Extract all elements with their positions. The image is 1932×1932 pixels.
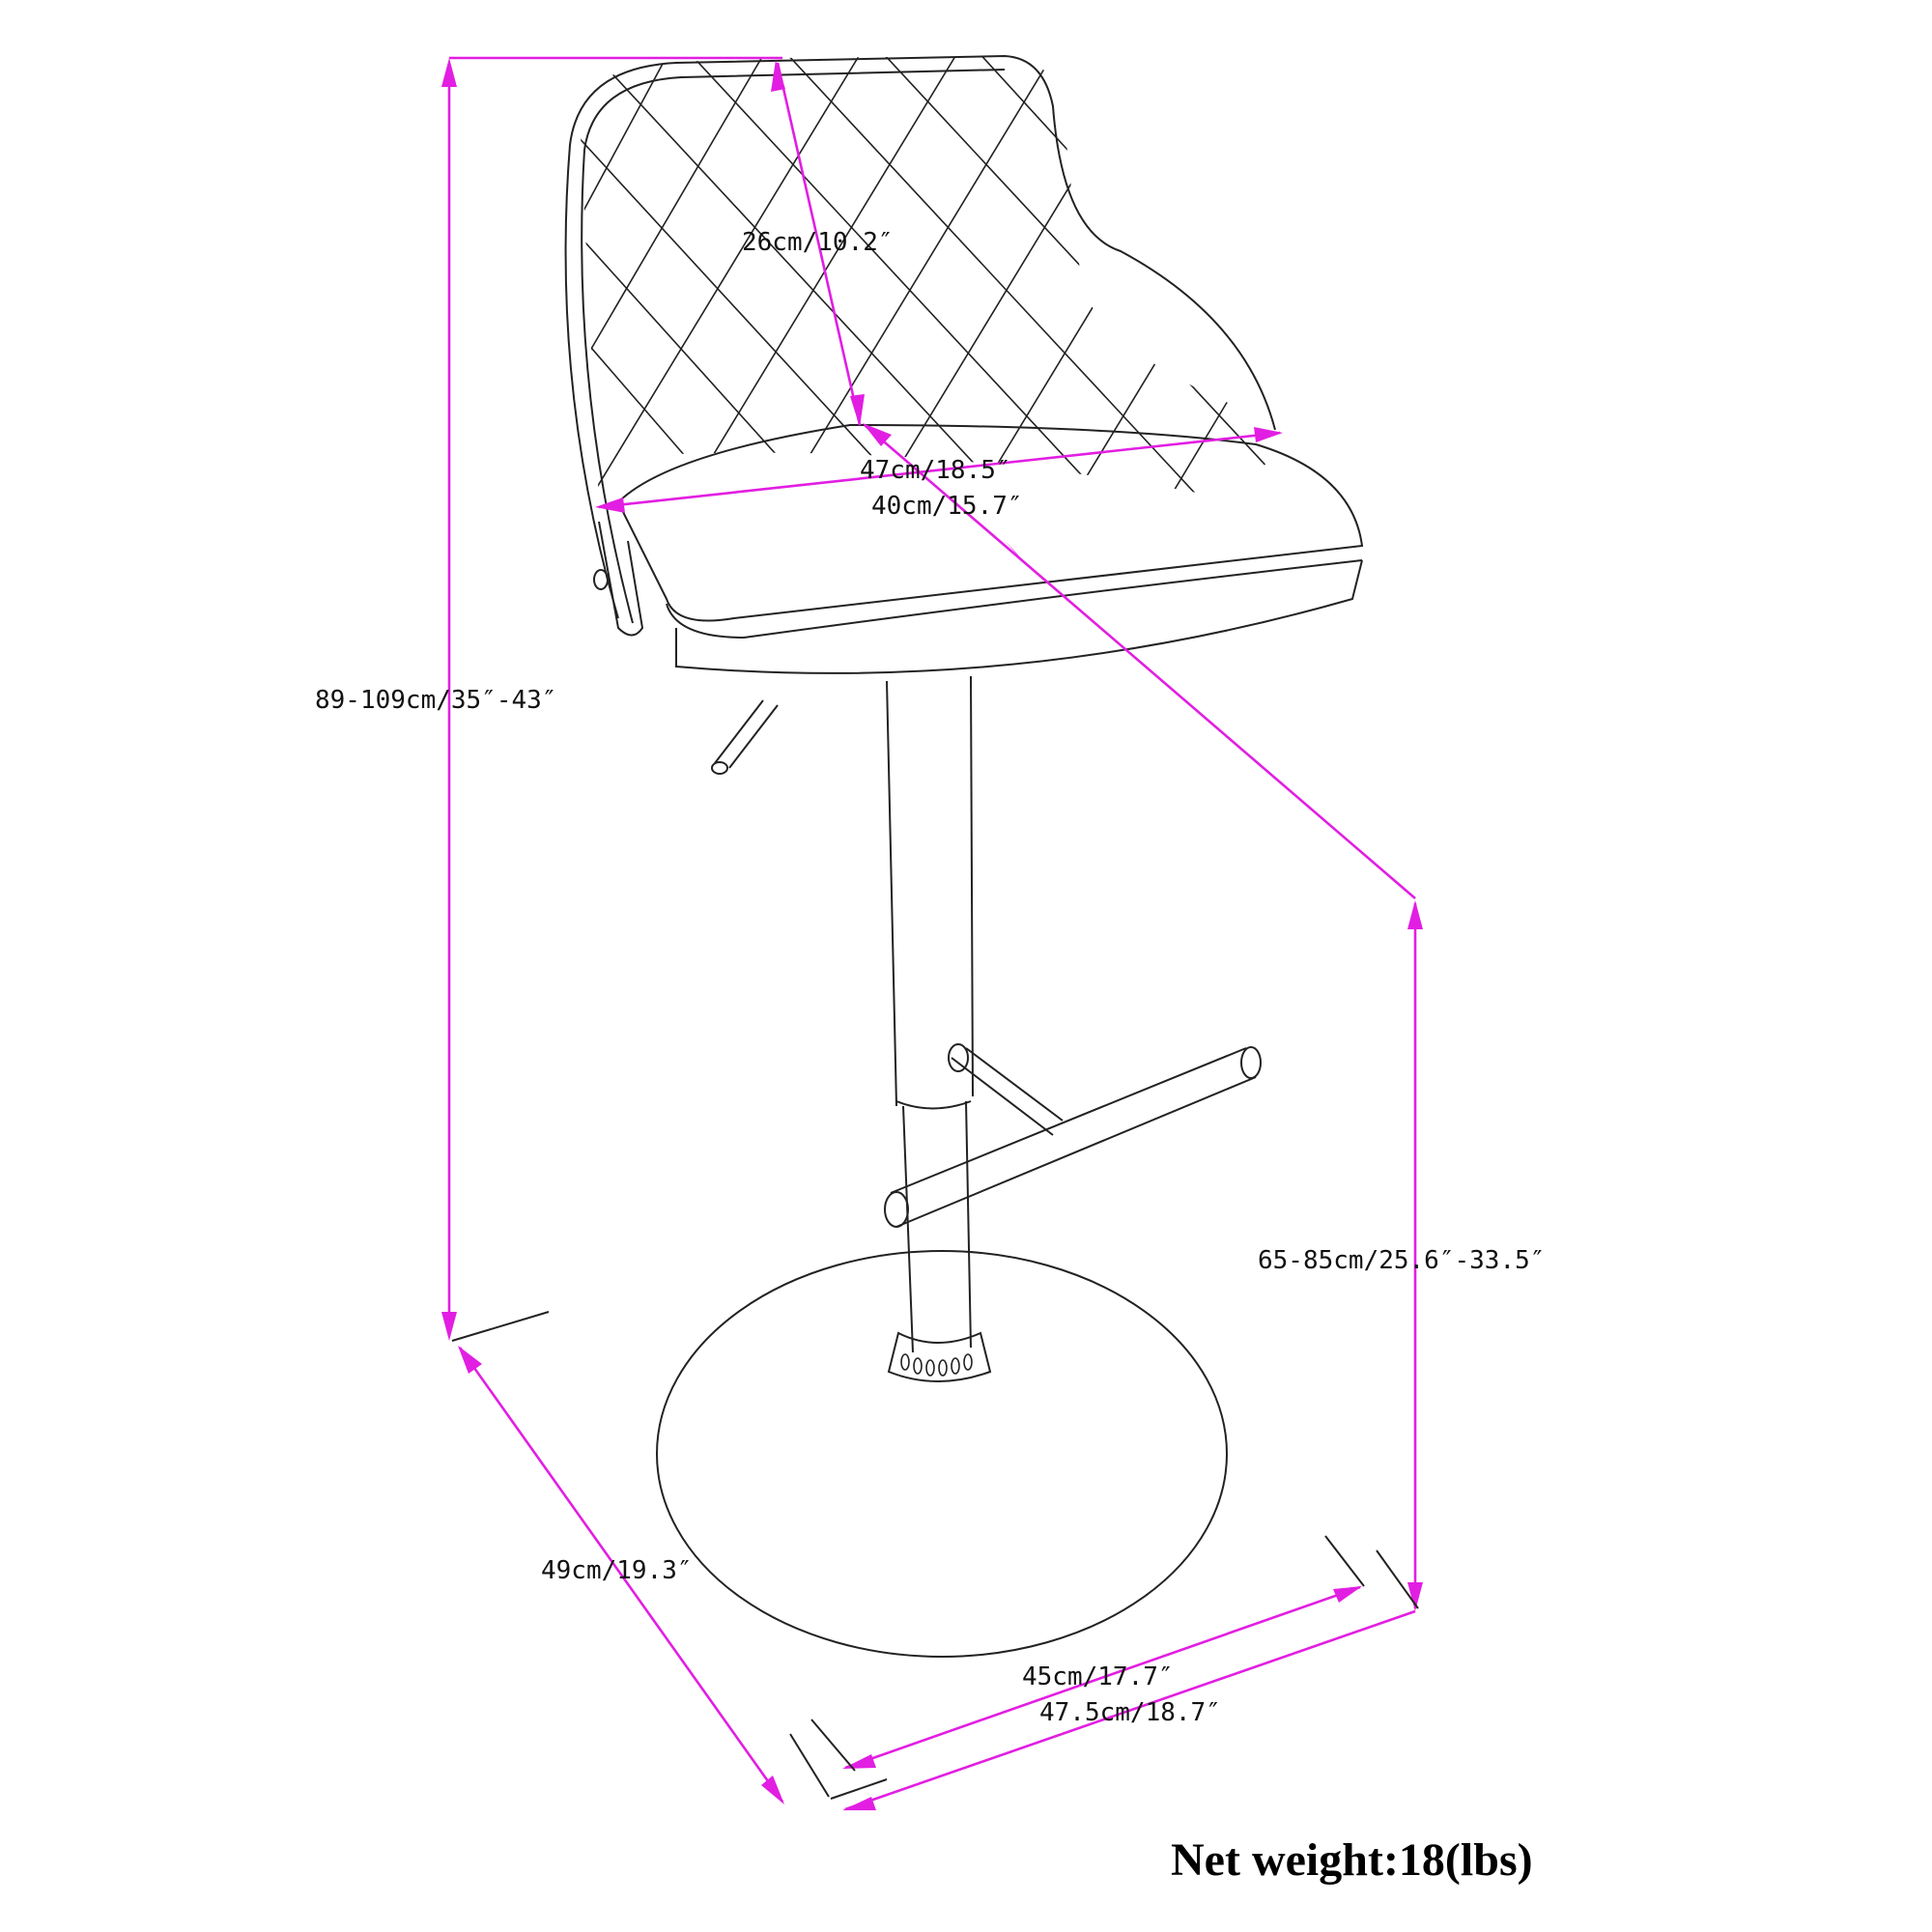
overall-width-label: 47.5cm/18.7″: [1039, 1698, 1221, 1727]
overall-depth-label: 49cm/19.3″: [541, 1556, 693, 1585]
seat-height-label: 65-85cm/25.6″-33.5″: [1258, 1246, 1545, 1275]
seat-width-label: 47cm/18.5″: [860, 456, 1011, 485]
seat-depth-label: 40cm/15.7″: [871, 492, 1023, 521]
net-weight-label: Net weight:18(lbs): [1171, 1834, 1533, 1886]
base-ring: [887, 1331, 992, 1382]
footrest: [884, 1043, 1262, 1228]
backrest: [564, 54, 1285, 637]
base-disk: [656, 1250, 1228, 1658]
overall-height-label: 89-109cm/35″-43″: [315, 686, 556, 715]
knob-hole: [593, 569, 609, 590]
backrest-height-label: 26cm/10.2″: [742, 228, 894, 257]
seat: [616, 423, 1364, 674]
gas-column: [886, 675, 974, 1353]
base-width-label: 45cm/17.7″: [1022, 1662, 1174, 1691]
dimension-lines: [441, 56, 1423, 1811]
height-lever: [711, 699, 779, 775]
